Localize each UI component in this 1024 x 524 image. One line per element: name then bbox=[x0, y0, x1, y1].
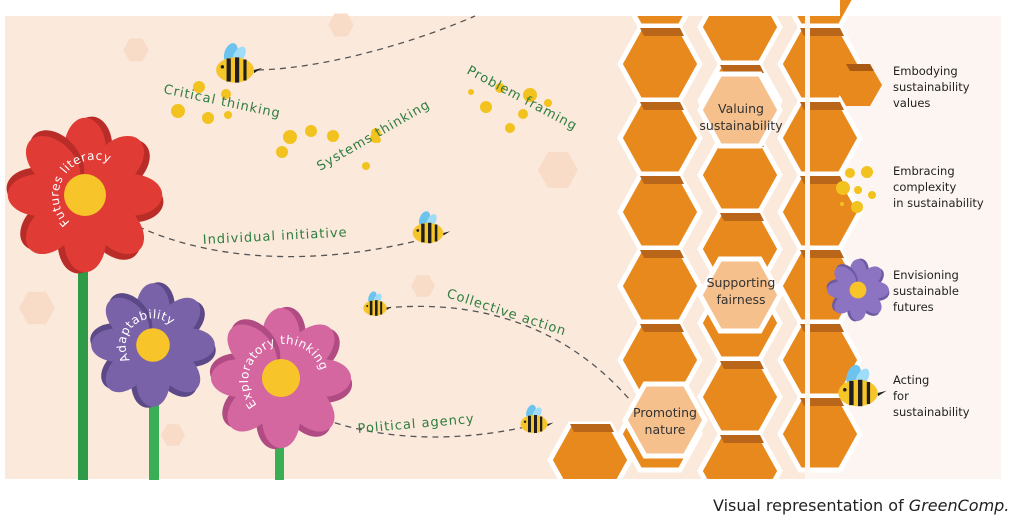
honeycomb-cell bbox=[697, 358, 783, 436]
legend-text: for bbox=[893, 389, 909, 403]
honeycomb-cell bbox=[617, 247, 703, 325]
caption-name: GreenComp. bbox=[908, 496, 1010, 515]
caption: Visual representation of GreenComp. bbox=[713, 496, 1009, 515]
legend-item-values: Embodying sustainability values bbox=[893, 63, 1003, 111]
label-fairness: fairness bbox=[716, 292, 765, 307]
legend-text: values bbox=[893, 96, 931, 110]
legend-text: in sustainability bbox=[893, 196, 984, 210]
flower-icon bbox=[826, 258, 890, 322]
label-sustainability: sustainability bbox=[699, 118, 783, 133]
legend-text: Embodying bbox=[893, 64, 958, 78]
honeycomb-cell bbox=[617, 25, 703, 103]
flower-center bbox=[849, 281, 867, 299]
honeycomb-cell-labeled bbox=[697, 71, 783, 149]
flower-center bbox=[136, 328, 170, 362]
legend-text: sustainability bbox=[893, 80, 970, 94]
honeycomb-cell bbox=[617, 99, 703, 177]
label-nature: nature bbox=[645, 422, 686, 437]
hexagon-icon bbox=[834, 64, 882, 106]
honeycomb-cell-labeled bbox=[622, 381, 708, 459]
legend-text: complexity bbox=[893, 180, 957, 194]
honeycomb-cell-labeled bbox=[697, 256, 783, 334]
flower-purple bbox=[90, 282, 216, 408]
label-valuing: Valuing bbox=[718, 101, 764, 116]
legend-text: sustainable bbox=[893, 284, 959, 298]
flower-center bbox=[64, 174, 106, 216]
honeycomb bbox=[540, 0, 863, 524]
legend-item-acting: Acting for sustainability bbox=[893, 372, 1003, 420]
pollen-dots bbox=[171, 81, 552, 170]
legend-text: sustainability bbox=[893, 405, 970, 419]
legend-item-futures: Envisioning sustainable futures bbox=[893, 267, 1003, 315]
honeycomb-labels: Valuing sustainability Supporting fairne… bbox=[633, 101, 783, 437]
honeycomb-cell bbox=[617, 321, 703, 399]
label-supporting: Supporting bbox=[707, 275, 776, 290]
legend-item-complexity: Embracing complexity in sustainability bbox=[893, 163, 1003, 211]
legend-text: Envisioning bbox=[893, 268, 959, 282]
flower-icon-shape bbox=[826, 258, 890, 322]
caption-text: Visual representation of bbox=[713, 496, 909, 515]
flower-center bbox=[261, 358, 301, 398]
label-promoting: Promoting bbox=[633, 405, 697, 420]
honeycomb-cell bbox=[697, 136, 783, 214]
flower-pink bbox=[209, 306, 353, 450]
legend-text: futures bbox=[893, 300, 934, 314]
legend-text: Embracing bbox=[893, 164, 955, 178]
legend-icons bbox=[826, 64, 890, 407]
flower-red bbox=[6, 116, 164, 274]
honeycomb-cell bbox=[777, 395, 863, 473]
pollen-dots-icon bbox=[836, 166, 876, 213]
honeycomb-cell bbox=[617, 173, 703, 251]
honeycomb-cell bbox=[777, 99, 863, 177]
legend-text: Acting bbox=[893, 373, 930, 387]
